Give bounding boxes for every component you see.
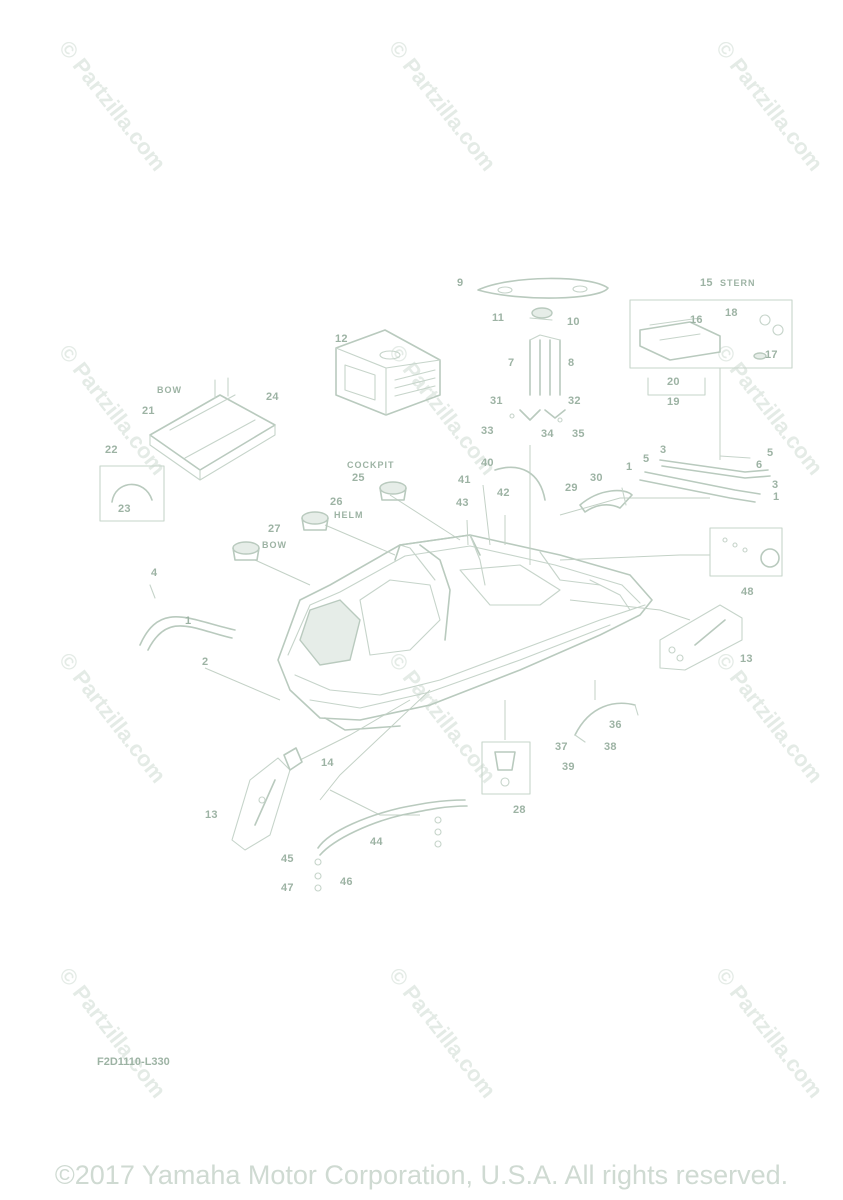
watermark: © Partzilla.com (711, 36, 828, 176)
callout: 37 (555, 741, 568, 753)
boat-hull (277, 534, 653, 731)
callout: 34 (541, 428, 554, 440)
callout: 6 (756, 459, 762, 471)
captions: STERN BOW COCKPIT HELM BOW (157, 278, 756, 550)
callout: 17 (765, 349, 778, 361)
callout: 27 (268, 523, 281, 535)
copyright-notice: ©2017 Yamaha Motor Corporation, U.S.A. A… (54, 1160, 789, 1190)
part-9-top-cushion (477, 277, 609, 299)
watermark: © Partzilla.com (384, 963, 501, 1103)
callout: 16 (690, 314, 703, 326)
callout: 33 (481, 425, 494, 437)
leader-lines (204, 368, 721, 816)
callout: 23 (118, 503, 131, 515)
part-36-handle (574, 702, 639, 743)
callout: 26 (330, 496, 343, 508)
watermark: © Partzilla.com (384, 648, 501, 788)
part-44-rail (314, 799, 468, 892)
callout: 20 (667, 376, 680, 388)
callout: 31 (490, 395, 503, 407)
callout: 32 (568, 395, 581, 407)
callout: 9 (457, 277, 463, 289)
stern-rails (639, 455, 771, 503)
callout: 13 (205, 809, 218, 821)
diagram-code: F2D1110-L330 (97, 1056, 170, 1068)
part-12-cooler (335, 329, 441, 416)
watermark: © Partzilla.com (711, 963, 828, 1103)
callout: 18 (725, 307, 738, 319)
callout: 14 (321, 757, 334, 769)
callout: 48 (741, 586, 754, 598)
callout: 4 (151, 567, 158, 579)
callout: 5 (767, 447, 773, 459)
watermark: © Partzilla.com (384, 36, 501, 176)
part-28-group (481, 741, 531, 795)
callout-numbers: 1 1 1 2 3 3 4 5 5 6 7 8 9 10 11 12 13 13… (105, 277, 779, 894)
watermark: © Partzilla.com (54, 963, 171, 1103)
callout: 19 (667, 396, 680, 408)
callout: 39 (562, 761, 575, 773)
part-29-bracket (579, 487, 633, 513)
callout: 21 (142, 405, 155, 417)
part-40-handle (494, 466, 546, 501)
callout: 5 (643, 453, 649, 465)
callout: 1 (626, 461, 632, 473)
callout: 28 (513, 804, 526, 816)
part-22-hose-group (99, 465, 165, 522)
callout: 42 (497, 487, 510, 499)
parts-7-8-posts (529, 334, 561, 396)
callout: 10 (567, 316, 580, 328)
caption-cockpit: COCKPIT (347, 460, 395, 470)
callout: 1 (185, 615, 191, 627)
callout: 22 (105, 444, 118, 456)
callout: 2 (202, 656, 208, 668)
callout: 13 (740, 653, 753, 665)
callout: 24 (266, 391, 279, 403)
part-48-group (709, 527, 783, 577)
bow-rails (139, 584, 236, 651)
callout: 36 (609, 719, 622, 731)
watermark: © Partzilla.com (54, 36, 171, 176)
callout: 1 (773, 491, 779, 503)
caption-stern: STERN (720, 278, 756, 288)
callout: 7 (508, 357, 514, 369)
callout: 45 (281, 853, 294, 865)
part-13-left-plate (231, 757, 291, 851)
watermark: © Partzilla.com (711, 648, 828, 788)
watermarks: © Partzilla.com © Partzilla.com © Partzi… (54, 36, 828, 1103)
part-15-stern-group (629, 299, 793, 396)
callout: 41 (458, 474, 471, 486)
callout: 44 (370, 836, 383, 848)
part-13-right-plate (659, 604, 743, 671)
cup-holders (232, 481, 407, 561)
callout: 11 (492, 312, 504, 324)
caption-helm: HELM (334, 510, 364, 520)
part-21-bow-frame (149, 377, 276, 481)
callout: 3 (660, 444, 666, 456)
caption-bow: BOW (262, 540, 287, 550)
callout: 40 (481, 457, 494, 469)
callout: 35 (572, 428, 585, 440)
callout: 46 (340, 876, 353, 888)
callout: 3 (772, 479, 778, 491)
callout: 38 (604, 741, 617, 753)
callout: 30 (590, 472, 603, 484)
callout: 8 (568, 357, 574, 369)
callout: 29 (565, 482, 578, 494)
part-14-clip (283, 747, 303, 771)
callout: 43 (456, 497, 469, 509)
callout: 47 (281, 882, 294, 894)
callout: 15 (700, 277, 713, 289)
callout: 12 (335, 333, 348, 345)
watermark: © Partzilla.com (54, 648, 171, 788)
caption-bow: BOW (157, 385, 182, 395)
callout: 25 (352, 472, 365, 484)
part-10-cap (529, 307, 553, 321)
parts-31-35-brackets (509, 409, 566, 423)
